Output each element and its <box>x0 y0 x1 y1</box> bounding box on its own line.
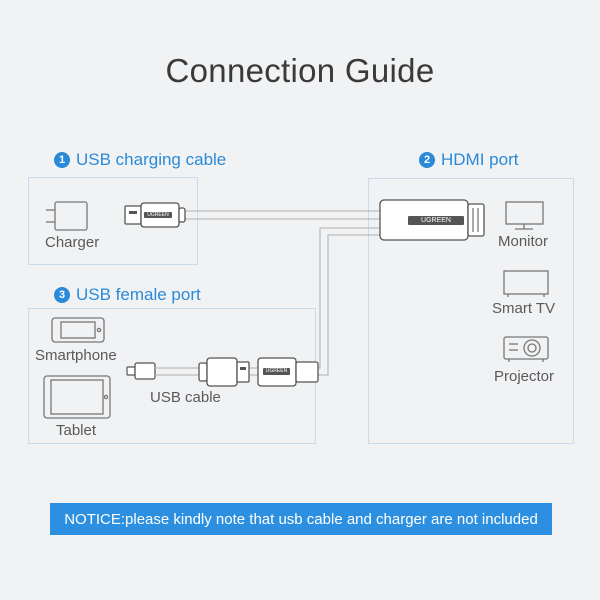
projector-label: Projector <box>494 368 555 385</box>
usb-a-plug-icon <box>124 202 186 228</box>
hdmi-box <box>368 178 574 444</box>
number-badge: 2 <box>419 152 435 168</box>
number-badge: 3 <box>54 287 70 303</box>
usb-charging-box <box>28 177 198 265</box>
usb-cable-label: USB cable <box>150 389 221 406</box>
page-title: Connection Guide <box>165 52 435 89</box>
monitor-label: Monitor <box>498 233 549 250</box>
charger-icon <box>46 201 88 231</box>
smart-tv-icon <box>503 270 549 297</box>
number-badge: 1 <box>54 152 70 168</box>
smart-tv-label: Smart TV <box>492 300 556 317</box>
section-label: USB female port <box>76 285 201 304</box>
brand-label-usb: UGREEN <box>147 212 169 218</box>
section-label: HDMI port <box>441 150 519 169</box>
section-usb-female: 3 USB female port <box>54 285 201 305</box>
tablet-label: Tablet <box>56 422 97 439</box>
smartphone-icon <box>51 317 105 343</box>
notice-banner: NOTICE:please kindly note that usb cable… <box>50 503 552 535</box>
monitor-icon <box>505 201 544 230</box>
tablet-icon <box>43 375 111 419</box>
cable-lines <box>183 210 382 376</box>
usb-a-plug-icon <box>198 357 250 387</box>
hdmi-plug-icon <box>379 199 485 241</box>
projector-icon <box>503 336 549 362</box>
brand-label-hdmi: UGREEN <box>421 217 451 224</box>
smartphone-label: Smartphone <box>35 347 117 364</box>
micro-usb-plug-icon <box>126 362 156 380</box>
usb-female-adapter-icon <box>257 357 319 387</box>
brand-label-adapter: UGREEN <box>265 368 288 374</box>
usb-cable-line <box>155 367 199 376</box>
section-label: USB charging cable <box>76 150 227 169</box>
section-hdmi: 2 HDMI port <box>419 150 518 170</box>
section-usb-charging: 1 USB charging cable <box>54 150 226 170</box>
charger-label: Charger <box>45 234 100 251</box>
